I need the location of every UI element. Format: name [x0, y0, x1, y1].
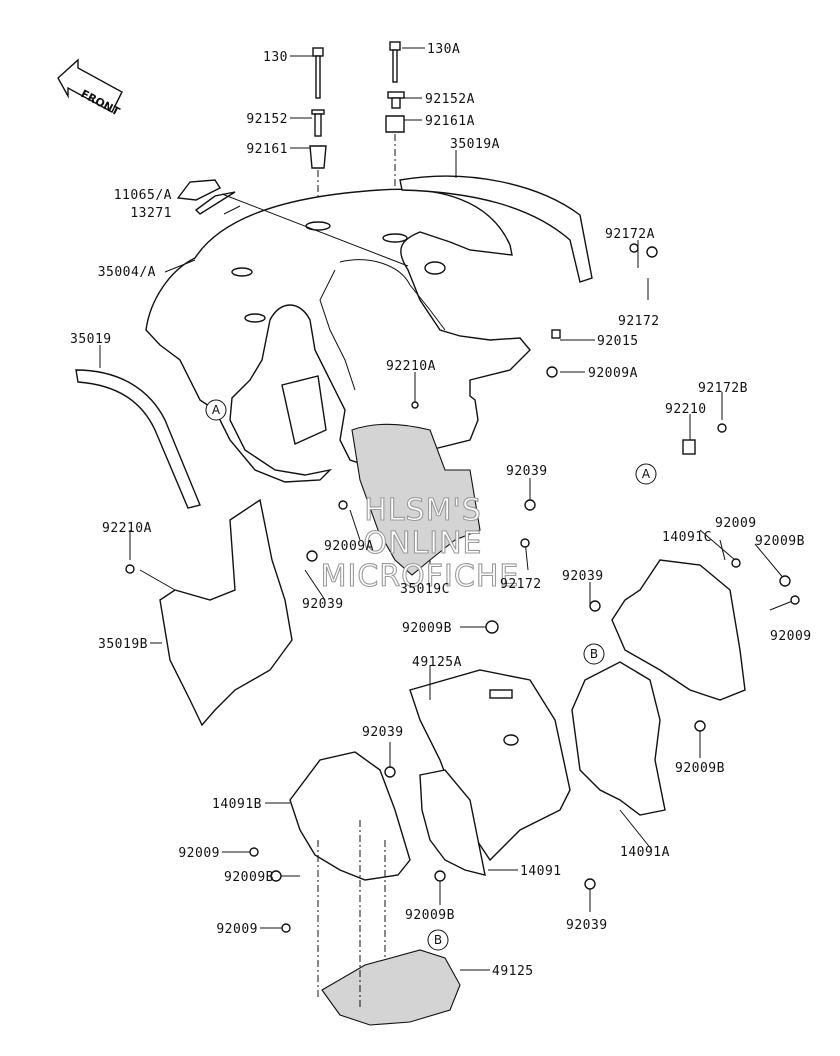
watermark: HLSM'S ONLINE MICROFICHE: [320, 492, 520, 594]
label-92172-top: 92172: [618, 314, 660, 329]
fastener-icons: [125, 243, 800, 933]
cover-14091a: [571, 661, 666, 816]
flap-35019c: [351, 423, 481, 576]
label-92152a: 92152A: [425, 92, 475, 107]
label-14091a: 14091A: [620, 845, 670, 860]
cover-14091b: [289, 751, 411, 881]
label-92039-low: 92039: [566, 918, 608, 933]
label-35019a: 35019A: [450, 137, 500, 152]
watermark-line-1: HLSM'S: [364, 493, 482, 528]
label-130: 130: [263, 50, 288, 65]
label-14091c: 14091C: [662, 530, 712, 545]
label-35004a: 35004/A: [98, 265, 156, 280]
label-92009b-r2: 92009B: [675, 761, 725, 776]
pad-11065a: [176, 179, 222, 201]
label-92009b-r1: 92009B: [755, 534, 805, 549]
label-92009-l2: 92009: [216, 922, 258, 937]
callout-b-right: B: [583, 643, 605, 665]
label-92161: 92161: [246, 142, 288, 157]
label-92152: 92152: [246, 112, 288, 127]
trim-35019: [75, 369, 201, 509]
label-14091b: 14091B: [212, 797, 262, 812]
label-92172b: 92172B: [698, 381, 748, 396]
callout-a-left: A: [205, 399, 227, 421]
plate-49125a: [409, 669, 571, 862]
label-130a: 130A: [427, 42, 460, 57]
label-92210a-left: 92210A: [102, 521, 152, 536]
label-92009-r2: 92009: [770, 629, 812, 644]
label-92009a-right: 92009A: [588, 366, 638, 381]
grommet-92161: [309, 145, 327, 169]
plate-49125: [321, 949, 461, 1026]
rear-fender-35004a: [145, 188, 531, 483]
svg-text:A: A: [212, 403, 221, 417]
label-92039-right: 92039: [562, 569, 604, 584]
label-92210: 92210: [665, 402, 707, 417]
callout-b-bottom: B: [427, 929, 449, 951]
label-35019b: 35019B: [98, 637, 148, 652]
flap-35019b: [159, 498, 293, 727]
svg-text:B: B: [590, 647, 598, 661]
bolt-130a: [389, 41, 401, 83]
label-92009b-low: 92009B: [405, 908, 455, 923]
label-92161a: 92161A: [425, 114, 475, 129]
label-92172a: 92172A: [605, 227, 655, 242]
grommet-92161a: [385, 115, 405, 133]
collar-92152a: [387, 91, 405, 109]
label-35019c: 35019C: [400, 582, 450, 597]
cover-14091c: [611, 559, 746, 701]
front-arrow-icon: FRONT: [57, 58, 123, 119]
label-92009a-center: 92009A: [324, 539, 374, 554]
label-92172-center: 92172: [500, 577, 542, 592]
label-92009-l1: 92009: [178, 846, 220, 861]
label-11065a: 11065/A: [114, 188, 172, 203]
part-labels: 130 130A 92152 92152A 92161 92161A 35019…: [70, 42, 812, 979]
trim-35019a: [399, 175, 593, 283]
svg-text:A: A: [642, 467, 651, 481]
leader-lines: [99, 47, 796, 1010]
label-92039-lowleft: 92039: [362, 725, 404, 740]
label-13271: 13271: [130, 206, 172, 221]
label-49125a: 49125A: [412, 655, 462, 670]
bolt-130: [312, 47, 324, 99]
label-92039-left: 92039: [302, 597, 344, 612]
label-35019: 35019: [70, 332, 112, 347]
watermark-line-3: MICROFICHE: [321, 559, 520, 594]
label-49125: 49125: [492, 964, 534, 979]
plate-13271: [194, 191, 236, 215]
callout-a-right: A: [635, 463, 657, 485]
cover-14091: [419, 769, 486, 876]
label-14091: 14091: [520, 864, 562, 879]
label-92009-r1: 92009: [715, 516, 757, 531]
label-92039-center: 92039: [506, 464, 548, 479]
watermark-line-2: ONLINE: [363, 526, 482, 561]
label-92210a-center: 92210A: [386, 359, 436, 374]
label-92015: 92015: [597, 334, 639, 349]
label-92009b-mid: 92009B: [402, 621, 452, 636]
collar-92152: [311, 109, 325, 137]
svg-text:B: B: [434, 933, 442, 947]
label-92009b-l: 92009B: [224, 870, 274, 885]
